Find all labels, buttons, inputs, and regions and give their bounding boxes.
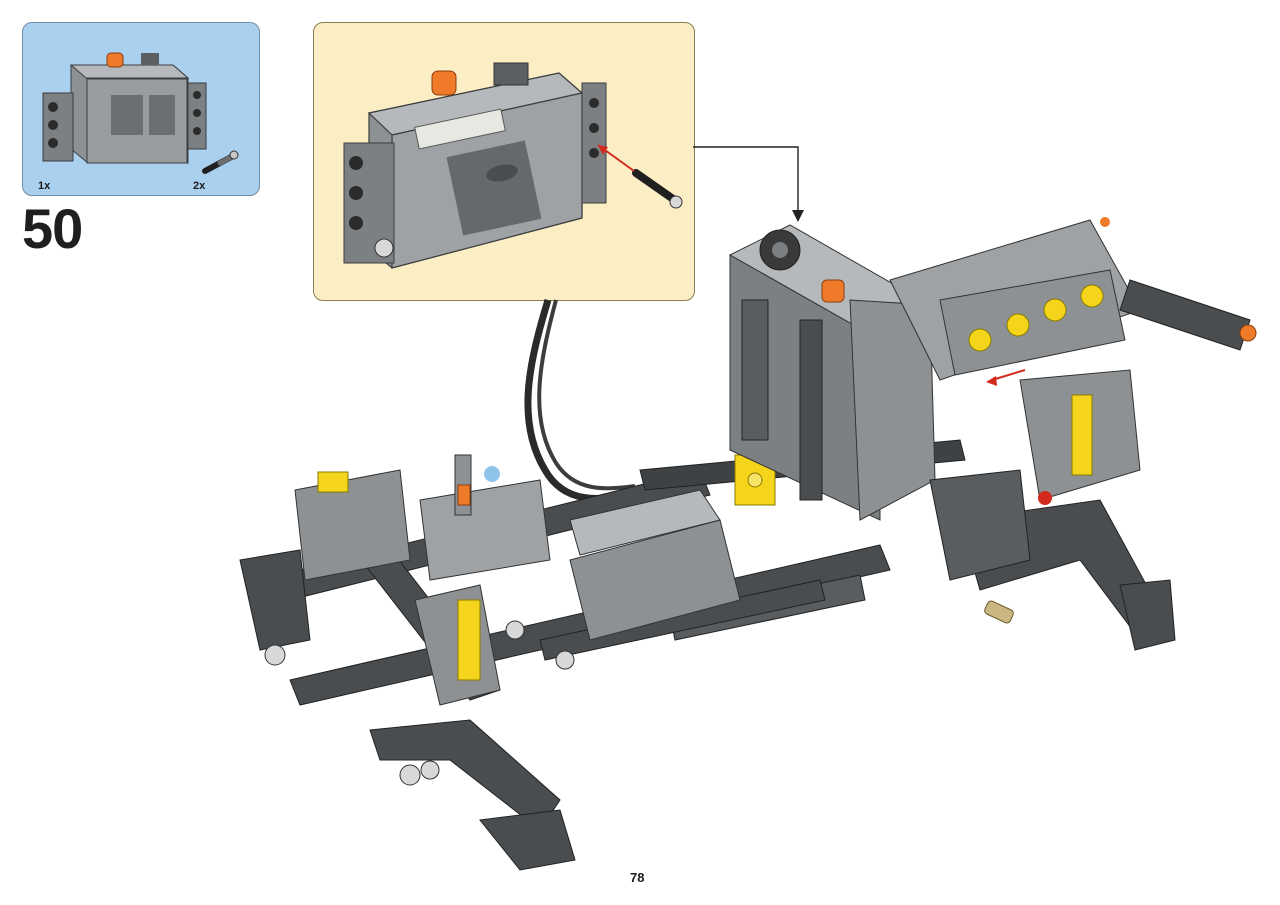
front-suspension (239, 469, 576, 871)
parts-qty-connector-pin: 2x (193, 180, 206, 192)
battery-cable (524, 298, 631, 503)
mounted-battery-box (728, 224, 936, 521)
parts-qty-battery-box: 1x (38, 180, 51, 192)
rear-suspension (929, 369, 1176, 651)
sub-assembly-callout (313, 22, 695, 301)
step-number: 50 (22, 197, 83, 260)
parts-list-panel: 1x 2x (22, 22, 260, 196)
callout-pointer-arrow (693, 146, 804, 222)
page-number: 78 (630, 870, 645, 885)
steering-motor-assembly (419, 454, 776, 641)
battery-box-part (42, 52, 207, 164)
engine-block (889, 217, 1257, 386)
parts-list-illustration (42, 52, 239, 174)
battery-box-assembly-illustration (343, 62, 683, 269)
connector-pin-part (202, 150, 239, 174)
